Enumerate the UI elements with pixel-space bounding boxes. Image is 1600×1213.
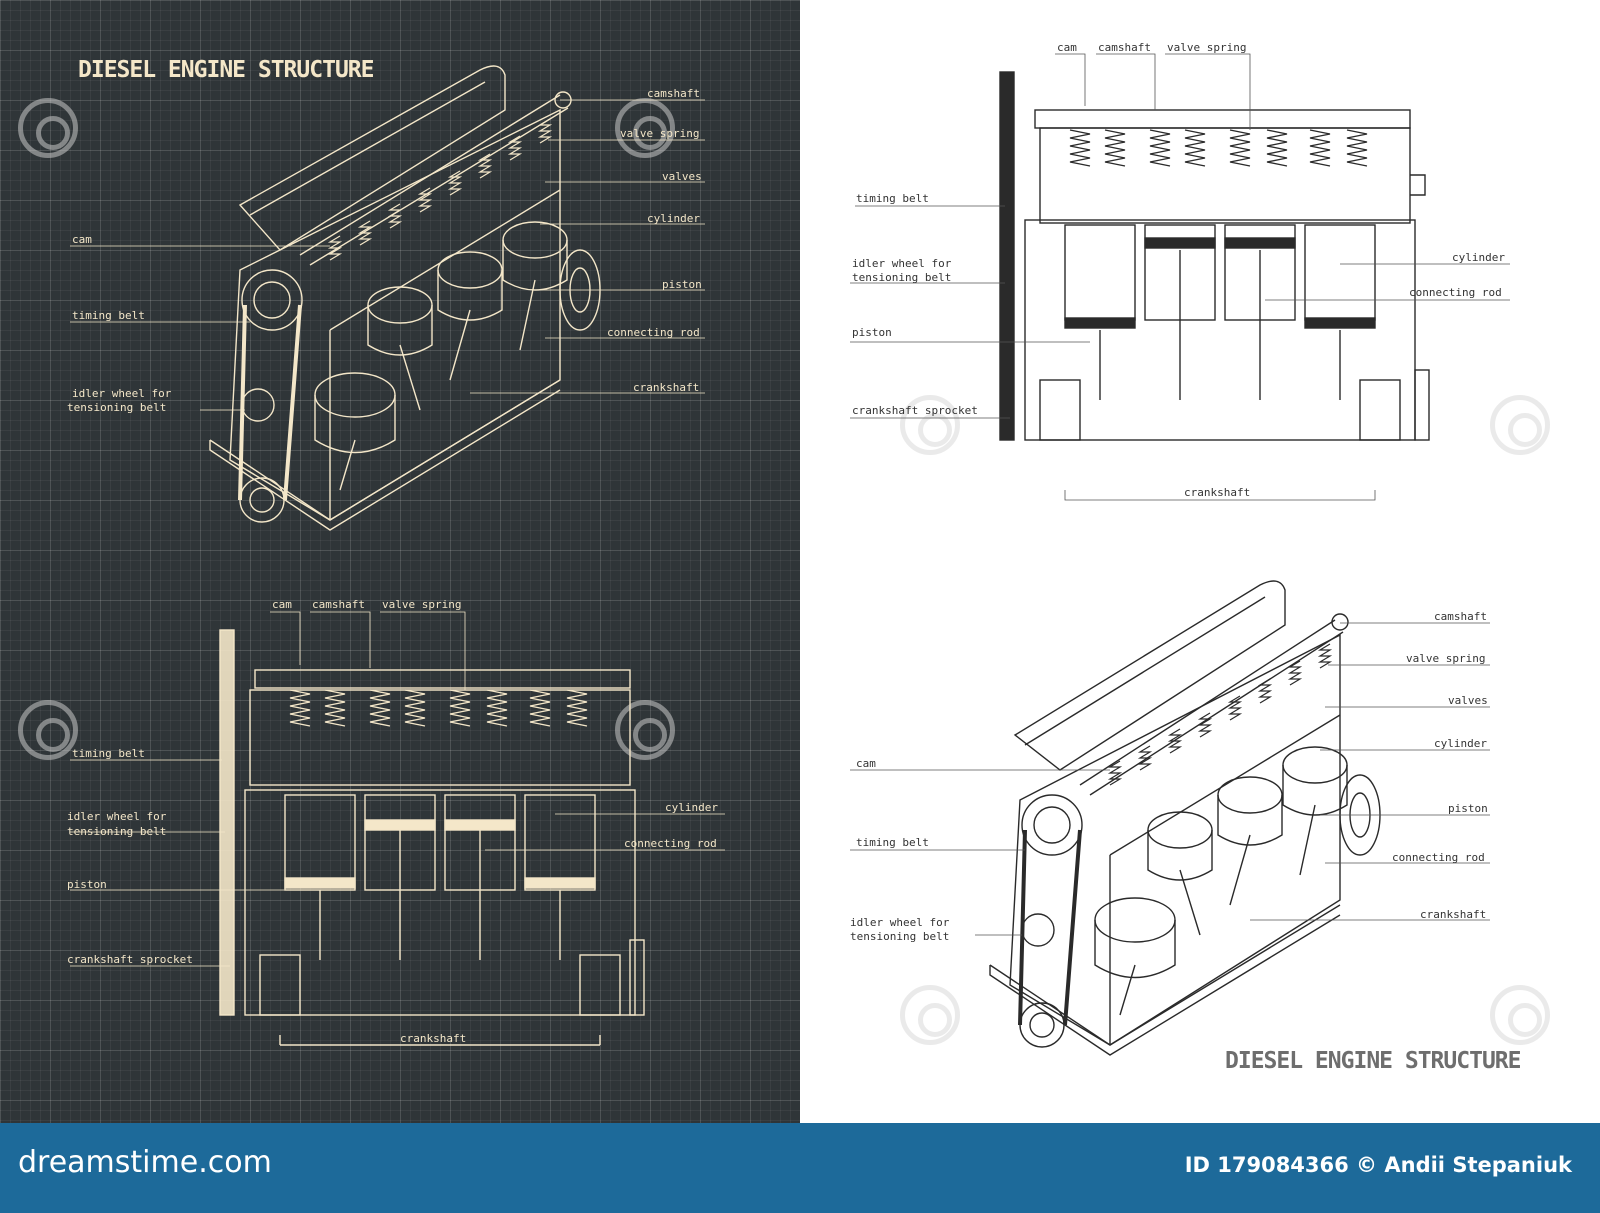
label-idler-wheel: idler wheel for	[72, 387, 172, 400]
watermark-logo	[18, 700, 78, 760]
label-camshaft: camshaft	[1098, 41, 1151, 54]
label-tensioning-belt: tensioning belt	[852, 271, 951, 284]
label-piston: piston	[662, 278, 702, 291]
label-piston: piston	[1448, 802, 1488, 815]
label-crankshaft: crankshaft	[1420, 908, 1486, 921]
label-crankshaft-sprocket: crankshaft sprocket	[852, 404, 978, 417]
label-camshaft: camshaft	[312, 598, 365, 611]
light-drawings: cam camshaft valve spring timing belt id…	[850, 41, 1522, 1074]
label-connecting-rod: connecting rod	[1392, 851, 1485, 864]
label-crankshaft-sprocket: crankshaft sprocket	[67, 953, 193, 966]
watermark-logo	[615, 98, 675, 158]
label-valve-spring: valve spring	[620, 127, 699, 140]
light-blueprint-panel: cam camshaft valve spring timing belt id…	[800, 0, 1600, 1123]
watermark-logo	[900, 395, 960, 455]
watermark-logo	[900, 985, 960, 1045]
label-cylinder: cylinder	[1434, 737, 1487, 750]
label-tensioning-belt: tensioning belt	[67, 825, 166, 838]
label-tensioning-belt: tensioning belt	[850, 930, 949, 943]
label-timing-belt: timing belt	[72, 309, 145, 322]
dark-blueprint-panel: DIESEL ENGINE STRUCTURE camshaft valve s…	[0, 0, 800, 1123]
footer-credit: ID 179084366 © Andii Stepaniuk	[1184, 1153, 1572, 1177]
label-cylinder: cylinder	[665, 801, 718, 814]
label-cylinder: cylinder	[1452, 251, 1505, 264]
watermark-logo	[1490, 395, 1550, 455]
label-camshaft: camshaft	[1434, 610, 1487, 623]
label-piston: piston	[67, 878, 107, 891]
label-connecting-rod: connecting rod	[1409, 286, 1502, 299]
label-cam: cam	[1057, 41, 1077, 54]
label-cam: cam	[856, 757, 876, 770]
label-connecting-rod: connecting rod	[607, 326, 700, 339]
label-valve-spring: valve spring	[382, 598, 461, 611]
watermark-logo	[615, 700, 675, 760]
label-valves: valves	[662, 170, 702, 183]
dark-drawings: DIESEL ENGINE STRUCTURE camshaft valve s…	[67, 57, 725, 1046]
label-valve-spring: valve spring	[1167, 41, 1246, 54]
watermark-logo	[1490, 985, 1550, 1045]
label-crankshaft: crankshaft	[400, 1032, 466, 1045]
label-timing-belt: timing belt	[856, 192, 929, 205]
label-camshaft: camshaft	[647, 87, 700, 100]
label-timing-belt: timing belt	[856, 836, 929, 849]
watermark-logo	[18, 98, 78, 158]
front-view-engine-drawing	[999, 71, 1430, 441]
isometric-engine-drawing	[209, 65, 601, 531]
dark-title: DIESEL ENGINE STRUCTURE	[78, 57, 374, 83]
label-connecting-rod: connecting rod	[624, 837, 717, 850]
label-cam: cam	[272, 598, 292, 611]
label-idler-wheel: idler wheel for	[850, 916, 950, 929]
footer-brand: dreamstime.com	[18, 1145, 272, 1180]
label-crankshaft: crankshaft	[633, 381, 699, 394]
label-cam: cam	[72, 233, 92, 246]
label-tensioning-belt: tensioning belt	[67, 401, 166, 414]
light-title: DIESEL ENGINE STRUCTURE	[1225, 1048, 1521, 1074]
label-idler-wheel: idler wheel for	[67, 810, 167, 823]
front-view-engine-drawing	[219, 629, 645, 1046]
label-valve-spring: valve spring	[1406, 652, 1485, 665]
label-cylinder: cylinder	[647, 212, 700, 225]
label-timing-belt: timing belt	[72, 747, 145, 760]
footer-bar	[0, 1123, 1600, 1213]
isometric-engine-drawing	[989, 580, 1381, 1056]
label-piston: piston	[852, 326, 892, 339]
label-idler-wheel: idler wheel for	[852, 257, 952, 270]
label-valves: valves	[1448, 694, 1488, 707]
label-crankshaft: crankshaft	[1184, 486, 1250, 499]
